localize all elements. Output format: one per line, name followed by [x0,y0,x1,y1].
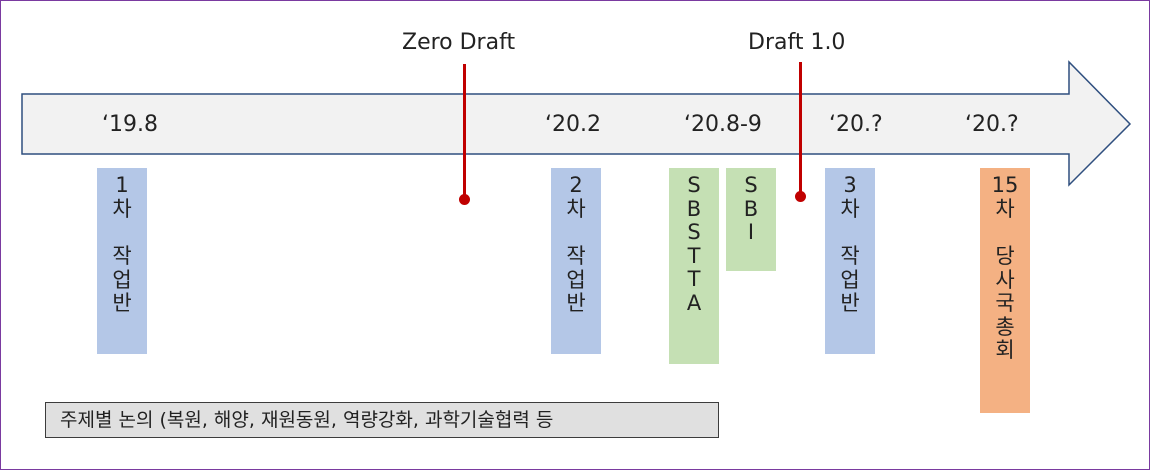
box-text: 작 [566,244,586,269]
box-text: I [747,220,755,245]
box-text: 업 [112,267,132,292]
box-text: 반 [840,291,860,316]
sbi-box: S B I [726,168,776,271]
box-text: 당 [995,244,1015,269]
date-label: ‘20.? [829,112,883,137]
box-text: 2 [569,173,583,197]
box-text: B [686,196,702,221]
third-working-group-box: 3 차 작 업 반 [825,168,875,354]
box-text: 회 [995,338,1015,363]
cop15-box: 15 차 당 사 국 총 회 [980,168,1030,413]
box-text: 사 [995,267,1015,292]
box-text: 반 [566,291,586,316]
box-text: 작 [112,244,132,269]
box-text: 작 [840,244,860,269]
box-text: B [743,196,759,221]
date-label: ‘20.2 [545,112,601,137]
box-text: 차 [112,196,132,221]
box-text: 1 [115,173,129,197]
first-working-group-box: 1 차 작 업 반 [97,168,147,354]
box-text: 차 [995,196,1015,221]
box-text: A [686,290,702,315]
box-text: 업 [840,267,860,292]
box-text: S [744,173,758,197]
date-label: ‘20.? [965,112,1019,137]
draft-1-label: Draft 1.0 [748,30,846,55]
box-text: 국 [995,291,1015,316]
box-text: 3 [843,173,857,197]
box-text: 반 [112,291,132,316]
date-label: ‘19.8 [102,112,158,137]
date-label: ‘20.8-9 [684,112,762,137]
box-text: T [687,267,701,292]
box-text: S [687,173,701,197]
topics-discussion-bar: 주제별 논의 (복원, 해양, 재원동원, 역량강화, 과학기술협력 등 [45,402,719,438]
sbstta-box: S B S T T A [669,168,719,364]
zero-draft-label: Zero Draft [402,30,516,55]
box-text: 차 [566,196,586,221]
draft-1-stem [799,62,802,196]
second-working-group-box: 2 차 작 업 반 [551,168,601,354]
zero-draft-dot [459,194,470,205]
zero-draft-stem [463,64,466,200]
box-text: 차 [840,196,860,221]
box-text: 총 [995,314,1015,339]
box-text: 업 [566,267,586,292]
draft-1-dot [795,191,806,202]
box-text: 15 [991,173,1019,197]
box-text: T [687,243,701,268]
box-text: S [687,220,701,245]
